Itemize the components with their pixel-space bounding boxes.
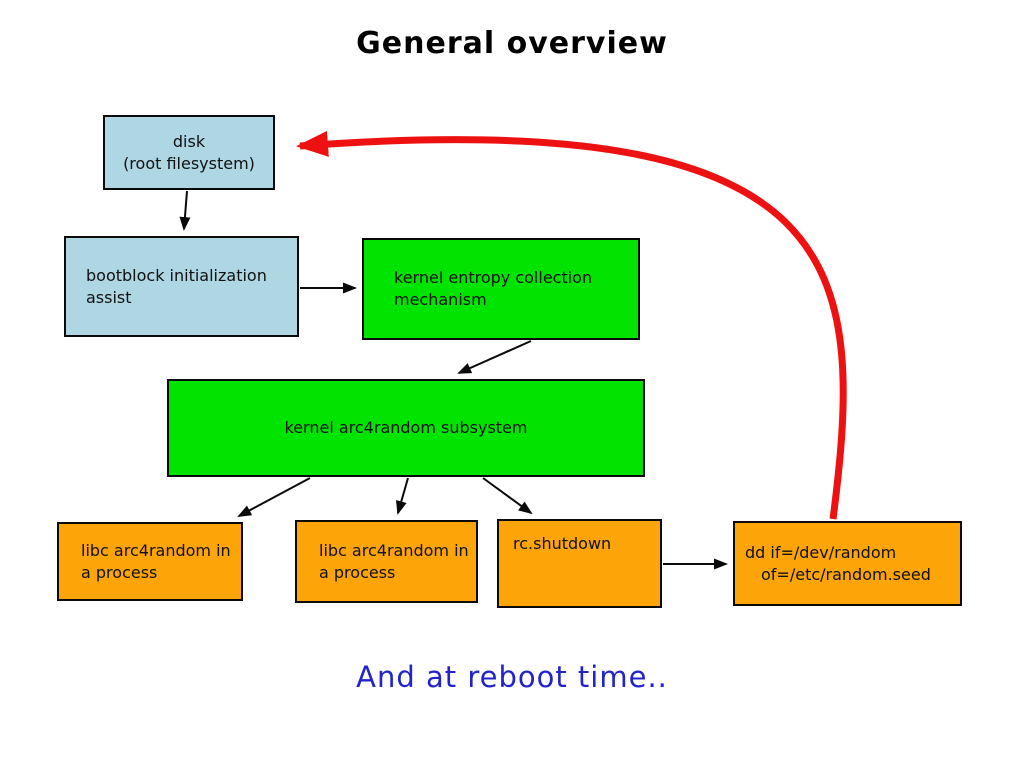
libc-process-box-1-label: libc arc4random in a process xyxy=(81,540,231,582)
dd-command-line1: dd if=/dev/random xyxy=(745,542,897,562)
disk-box-label-line1: disk xyxy=(172,131,206,151)
kernel-entropy-box-label: kernel entropy collection mechanism xyxy=(394,268,593,309)
dd-command-line2: of=/etc/random.seed xyxy=(761,564,931,584)
reboot-note: And at reboot time.. xyxy=(356,660,668,694)
arrow-arc4random-to-libc1 xyxy=(237,477,311,517)
rc-shutdown-box-label: rc.shutdown xyxy=(513,534,612,553)
dd-command-box: dd if=/dev/random of=/etc/random.seed xyxy=(733,521,962,606)
disk-box: disk (root filesystem) xyxy=(103,115,275,190)
disk-box-label-line2: (root filesystem) xyxy=(123,153,255,173)
libc-process-box-2: libc arc4random in a process xyxy=(295,520,478,603)
rc-shutdown-box: rc.shutdown xyxy=(497,519,662,608)
arrow-arc4random-to-rcshutdown xyxy=(482,477,533,515)
arrow-arc4random-to-libc2 xyxy=(396,477,409,515)
kernel-arc4random-box-label: kernel arc4random subsystem xyxy=(284,418,528,438)
arrow-entropy-to-arc4random xyxy=(457,340,532,374)
bootblock-box-label: bootblock initialization assist xyxy=(86,265,267,307)
libc-process-box-1: libc arc4random in a process xyxy=(57,522,243,601)
kernel-arc4random-box: kernel arc4random subsystem xyxy=(167,379,645,477)
kernel-entropy-box: kernel entropy collection mechanism xyxy=(362,238,640,340)
arrow-disk-to-bootblock xyxy=(179,190,191,231)
page-title: General overview xyxy=(356,26,668,61)
bootblock-box: bootblock initialization assist xyxy=(64,236,299,337)
libc-process-box-2-label: libc arc4random in a process xyxy=(319,540,469,582)
